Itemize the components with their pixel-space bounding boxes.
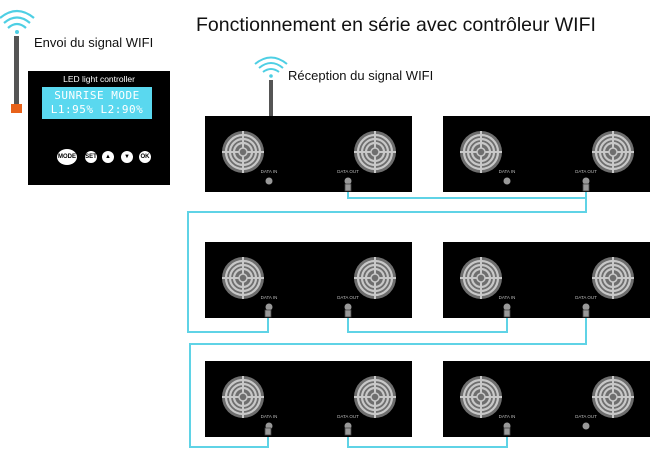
data-out-port: DATA OUT [575,295,597,311]
diagram-title: Fonctionnement en série avec contrôleur … [196,14,596,36]
data-in-port: DATA IN [261,295,278,311]
cable [189,332,587,448]
ok-button[interactable]: OK [139,151,151,163]
wifi-send-icon [0,9,35,34]
led-unit-3: DATA IN DATA OUT [205,242,412,318]
data-in-port: DATA IN [261,169,278,185]
fan-icon [222,131,264,173]
fan-icon [592,376,634,418]
data-out-label: DATA OUT [337,295,359,300]
data-out-label: DATA OUT [337,169,359,174]
led-unit-5: DATA IN DATA OUT [205,361,412,437]
fan-icon [460,376,502,418]
data-in-port: DATA IN [499,169,516,185]
fan-icon [354,131,396,173]
data-in-label: DATA IN [499,169,516,174]
led-unit-1: DATA IN DATA OUT [205,116,412,192]
fan-icon [460,257,502,299]
cable [347,428,508,448]
cable [187,198,587,333]
data-in-label: DATA IN [499,295,516,300]
wifi-receive-icon [254,56,288,78]
fan-icon [592,257,634,299]
data-in-label: DATA IN [261,295,278,300]
down-button[interactable]: ▼ [121,151,133,163]
send-signal-label: Envoi du signal WIFI [34,35,154,50]
data-out-label: DATA OUT [575,414,597,419]
data-out-port: DATA OUT [337,295,359,311]
fan-icon [354,257,396,299]
led-unit-2: DATA IN DATA OUT [443,116,650,192]
fan-icon [222,376,264,418]
data-out-port: DATA OUT [337,169,359,185]
data-out-label: DATA OUT [337,414,359,419]
data-in-label: DATA IN [261,169,278,174]
set-button[interactable]: SET [85,151,97,163]
led-unit-6: DATA IN DATA OUT [443,361,650,437]
receive-signal-label: Réception du signal WIFI [288,68,434,83]
data-in-port: DATA IN [499,295,516,311]
fan-icon [222,257,264,299]
mode-button[interactable]: MODE [57,149,77,165]
up-button[interactable]: ▲ [102,151,114,163]
data-in-label: DATA IN [499,414,516,419]
fan-icon [592,131,634,173]
fan-icon [460,131,502,173]
data-out-port: DATA OUT [575,169,597,185]
fan-icon [354,376,396,418]
data-out-label: DATA OUT [575,295,597,300]
data-out-label: DATA OUT [575,169,597,174]
led-controller: LED light controller SUNRISE MODE L1:95%… [28,71,170,185]
cable [347,310,508,333]
controller-antenna [11,36,22,113]
led-unit-4: DATA IN DATA OUT [443,242,650,318]
controller-lcd: SUNRISE MODE L1:95% L2:90% [42,87,152,119]
controller-caption: LED light controller [63,74,135,84]
data-out-port: DATA OUT [575,414,597,430]
lcd-line-1: SUNRISE MODE [54,89,140,102]
data-in-label: DATA IN [261,414,278,419]
lcd-line-2: L1:95% L2:90% [50,103,144,116]
